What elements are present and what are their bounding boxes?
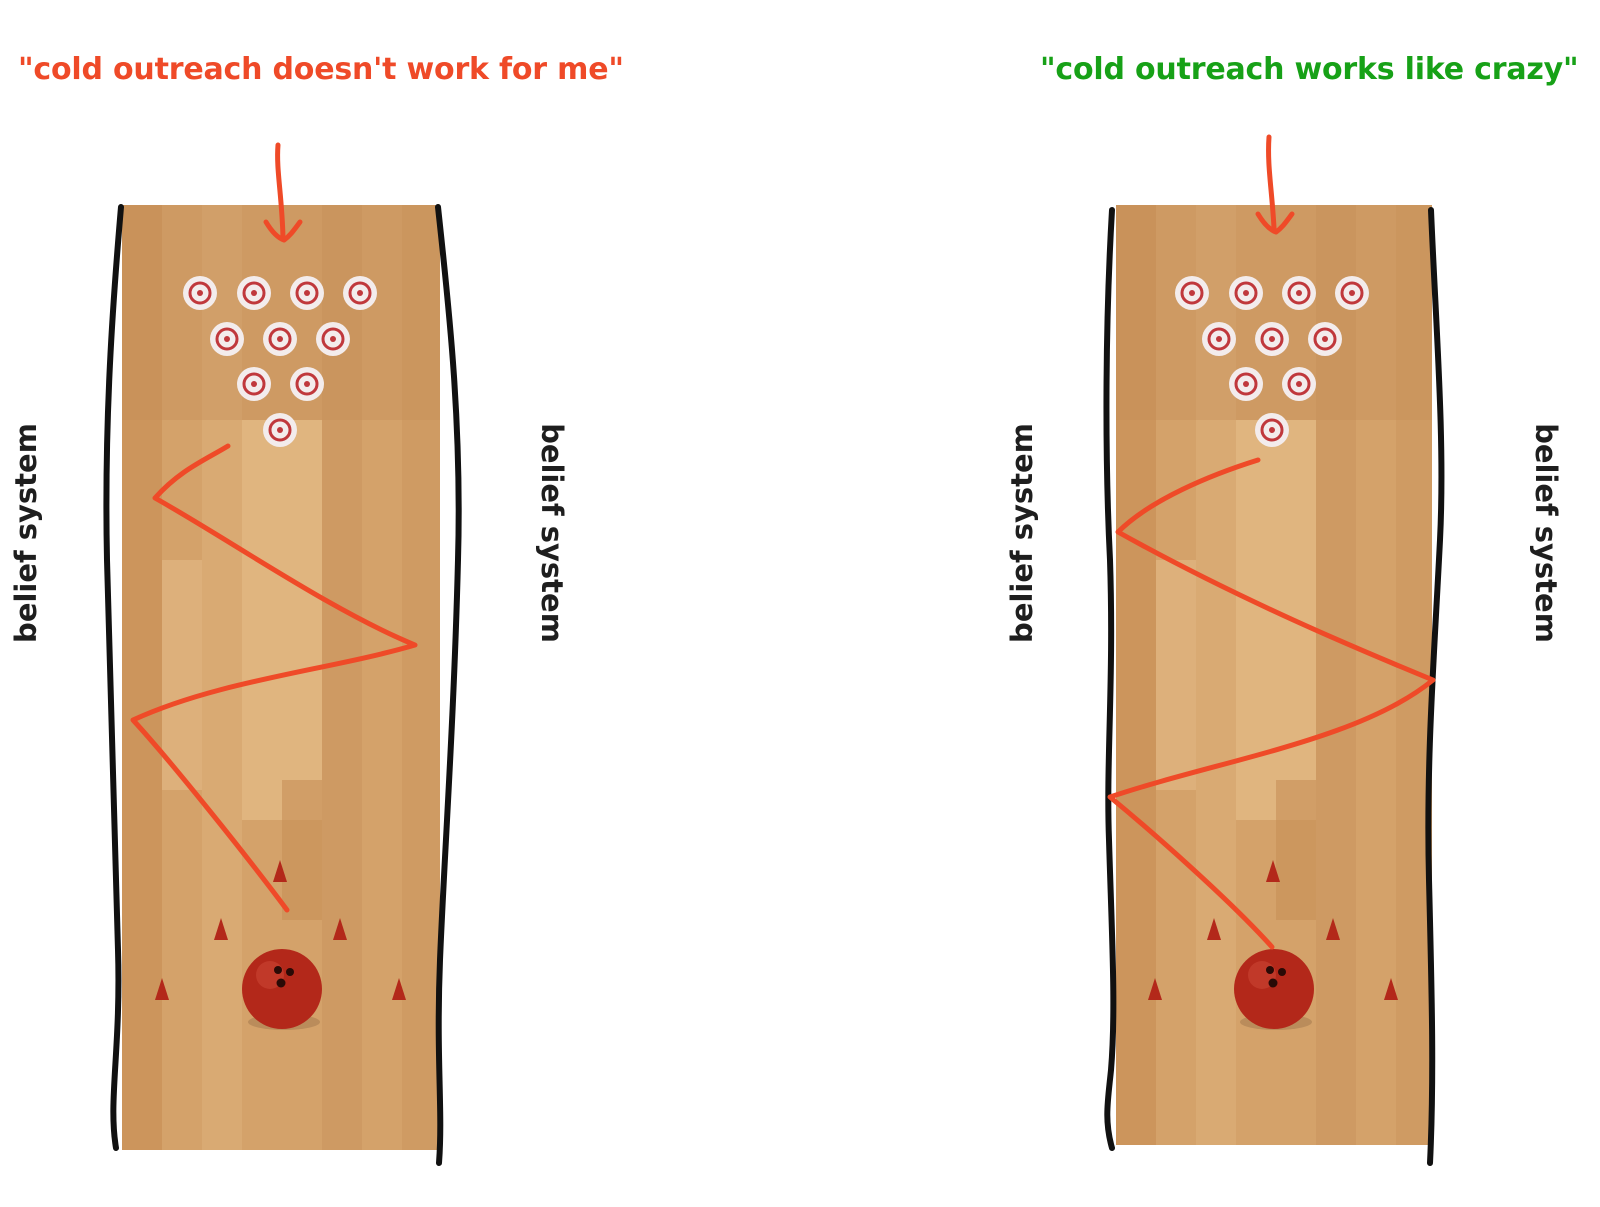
left-belief-wall — [1103, 207, 1117, 1151]
down-arrow-icon — [1255, 134, 1295, 235]
down-arrow-icon — [263, 142, 303, 243]
right-belief-wall — [1425, 207, 1445, 1166]
right-belief-system-label: belief system — [535, 423, 569, 643]
panel-works: "cold outreach works like crazy" belief … — [800, 0, 1600, 1207]
bowling-pin-icon — [316, 322, 350, 356]
bowling-pin-icon — [1255, 413, 1289, 447]
bowling-pin-icon — [237, 367, 271, 401]
lane-arrow-icon — [155, 978, 169, 1000]
bowling-pin-icon — [1308, 322, 1342, 356]
lane-arrow-icon — [214, 918, 228, 940]
bowling-pin-icon — [183, 276, 217, 310]
panel-doesnt-work: "cold outreach doesn't work for me" beli… — [9, 52, 624, 1166]
bowling-pin-icon — [1202, 322, 1236, 356]
bowling-pin-icon — [1255, 322, 1289, 356]
throw-path — [130, 142, 418, 913]
left-belief-wall — [103, 204, 124, 1151]
bowling-pin-icon — [263, 322, 297, 356]
lane-arrow-icon — [1148, 978, 1162, 1000]
bowling-pin-icon — [1229, 276, 1263, 310]
bowling-pin-icon — [1175, 276, 1209, 310]
bowling-pin-icon — [210, 322, 244, 356]
lane-arrows — [1148, 860, 1398, 1000]
lane-arrow-icon — [392, 978, 406, 1000]
bowling-pin-icon — [1282, 367, 1316, 401]
pins — [1175, 276, 1369, 447]
lane-arrow-icon — [1384, 978, 1398, 1000]
lane-arrows — [155, 860, 406, 1000]
bowling-lane — [122, 205, 440, 1150]
belief-walls — [1103, 207, 1445, 1166]
left-belief-system-label: belief system — [1005, 423, 1039, 643]
lane-diagram — [1103, 134, 1445, 1166]
belief-walls — [103, 204, 462, 1166]
pins — [183, 276, 377, 447]
bowling-pin-icon — [1229, 367, 1263, 401]
bowling-pin-icon — [290, 367, 324, 401]
bowling-pin-icon — [343, 276, 377, 310]
bowling-pin-icon — [1335, 276, 1369, 310]
lane-arrow-icon — [1326, 918, 1340, 940]
zigzag-path — [130, 443, 418, 913]
right-belief-wall — [435, 204, 462, 1166]
bowling-pin-icon — [263, 413, 297, 447]
bowling-ball-icon — [242, 949, 322, 1030]
lane-arrow-icon — [1266, 860, 1280, 882]
lane-diagram — [103, 142, 462, 1166]
lane-arrow-icon — [1207, 918, 1221, 940]
right-belief-system-label: belief system — [1529, 423, 1563, 643]
throw-path — [1107, 134, 1436, 950]
bowling-pin-icon — [1282, 276, 1316, 310]
bowling-pin-icon — [290, 276, 324, 310]
left-belief-system-label: belief system — [9, 423, 43, 643]
bowling-pin-icon — [237, 276, 271, 310]
lane-arrow-icon — [333, 918, 347, 940]
headline-doesnt-work: "cold outreach doesn't work for me" — [18, 52, 624, 87]
zigzag-path — [1107, 457, 1436, 950]
lane-arrow-icon — [273, 860, 287, 882]
headline-works: "cold outreach works like crazy" — [1040, 52, 1579, 87]
bowling-ball-icon — [1234, 949, 1314, 1030]
